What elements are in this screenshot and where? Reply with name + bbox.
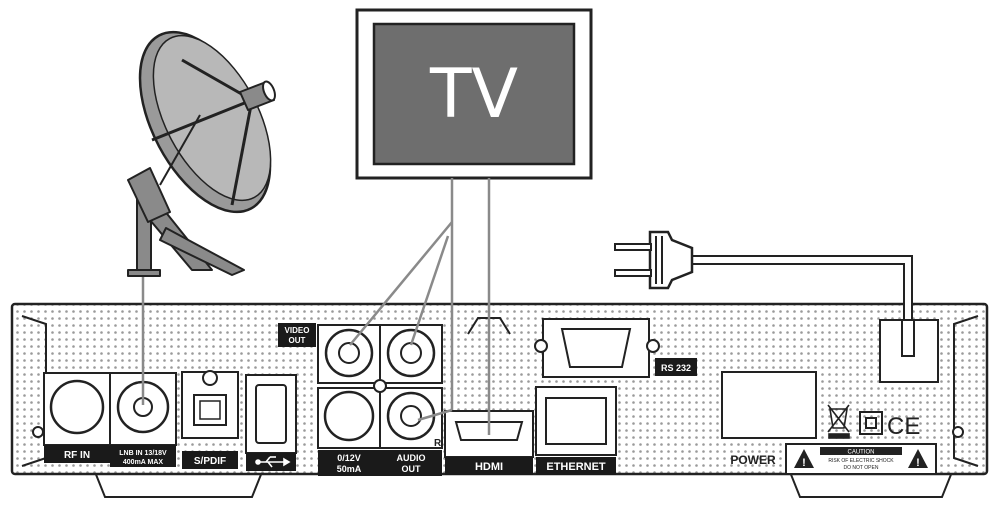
lnb-in-label-line1: LNB IN 13/18V [119, 450, 167, 457]
audio-out-right-port[interactable] [386, 391, 436, 441]
tv-monitor: TV [355, 8, 593, 180]
svg-text:DO NOT OPEN: DO NOT OPEN [844, 465, 879, 471]
spdif-port[interactable] [181, 370, 239, 469]
svg-text:!: ! [916, 457, 920, 469]
dc-12v-port[interactable] [323, 390, 375, 442]
tv-label: TV [429, 55, 518, 134]
audio-out-label-line2: OUT [402, 464, 422, 474]
hdmi-label: HDMI [475, 461, 503, 473]
power-socket[interactable] [721, 371, 817, 439]
caution-label: ! ! CAUTION RISK OF ELECTRIC SHOCK DO NO… [785, 443, 937, 475]
rs232-label: RS 232 [661, 363, 691, 373]
power-plug-icon [614, 230, 915, 357]
ethernet-port[interactable] [535, 386, 617, 475]
dc-label-line1: 0/12V [337, 453, 361, 463]
audio-out-left-port[interactable] [386, 328, 436, 378]
usb-icon [255, 456, 291, 468]
lnb-in-label-line2: 400mA MAX [123, 459, 164, 466]
cables [141, 178, 491, 435]
usb-port[interactable] [245, 374, 297, 471]
dc-label-line2: 50mA [337, 464, 362, 474]
svg-text:RISK OF ELECTRIC SHOCK: RISK OF ELECTRIC SHOCK [828, 458, 894, 464]
double-insulation-icon [859, 411, 883, 435]
warning-triangle-icon [794, 449, 814, 468]
video-out-label-line2: OUT [289, 336, 306, 345]
svg-text:CAUTION: CAUTION [848, 450, 875, 456]
warning-triangle-icon [908, 449, 928, 468]
ce-mark: CE [887, 413, 920, 440]
video-out-port[interactable] [324, 328, 374, 378]
audio-r-label: R [434, 438, 442, 449]
spdif-label: S/PDIF [194, 456, 226, 467]
rf-in-label: RF IN [64, 450, 90, 461]
video-out-label-line1: VIDEO [285, 326, 310, 335]
svg-text:!: ! [802, 457, 806, 469]
satellite-dish-icon [127, 30, 276, 277]
rs232-port[interactable] [534, 318, 697, 378]
weee-bin-icon [827, 404, 850, 439]
ethernet-label: ETHERNET [546, 461, 606, 473]
rf-in-port[interactable] [43, 372, 111, 463]
power-label: POWER [730, 453, 776, 467]
audio-out-label-line1: AUDIO [397, 453, 426, 463]
video-out-label-bg [278, 323, 316, 347]
